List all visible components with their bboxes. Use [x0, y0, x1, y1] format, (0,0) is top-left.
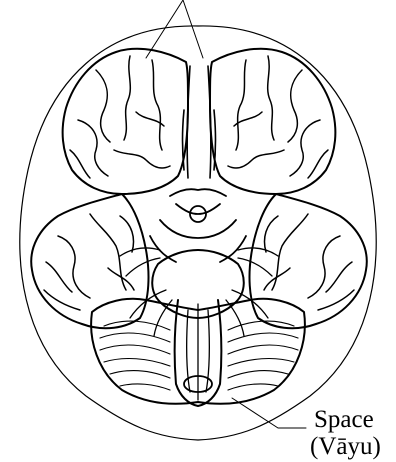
- top-pointer-lines: [146, 0, 203, 58]
- cerebellar-folia: [100, 321, 298, 390]
- callout-label-line1: Space: [314, 406, 374, 433]
- cranial-nerves: [120, 248, 278, 336]
- callout-label-line2: (Vāyu): [310, 433, 381, 460]
- medulla-midline: [187, 304, 210, 400]
- optic-chiasm: [150, 189, 246, 262]
- right-sulci: [228, 56, 354, 310]
- left-sulci: [44, 56, 170, 310]
